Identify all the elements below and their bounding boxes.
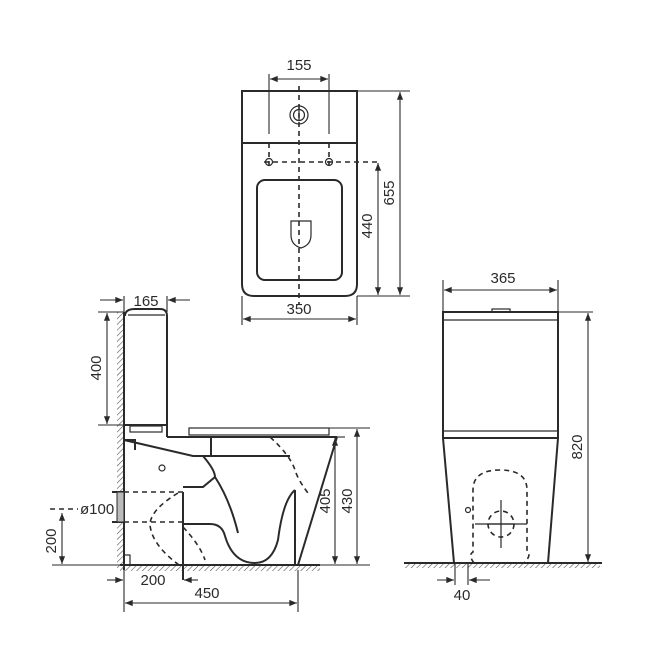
dim-450: 450 <box>194 585 219 602</box>
front-view: 365 820 40 <box>404 270 602 604</box>
dim-400: 400 <box>88 355 105 380</box>
dim-365: 365 <box>490 270 515 287</box>
front-view-pedestal <box>442 437 559 564</box>
dim-outlet-height: 200 <box>43 528 60 553</box>
dim-350: 350 <box>286 301 311 318</box>
dim-155: 155 <box>286 57 311 74</box>
dim-outlet-diameter: ø100 <box>80 501 114 518</box>
dim-outlet-from-wall: 200 <box>140 572 165 589</box>
dim-165: 165 <box>133 293 158 310</box>
dim-405: 405 <box>317 488 334 513</box>
side-view: 165 400 ø100 200 200 450 405 430 <box>43 293 370 612</box>
dim-440: 440 <box>359 213 376 238</box>
dim-40: 40 <box>454 587 471 604</box>
side-view-tank <box>124 308 168 428</box>
top-view: 155 655 440 350 <box>241 57 410 325</box>
front-view-tank <box>442 311 559 439</box>
dim-430: 430 <box>339 488 356 513</box>
dim-655: 655 <box>381 180 398 205</box>
top-view-bowl <box>241 142 358 297</box>
dim-820: 820 <box>569 434 586 459</box>
